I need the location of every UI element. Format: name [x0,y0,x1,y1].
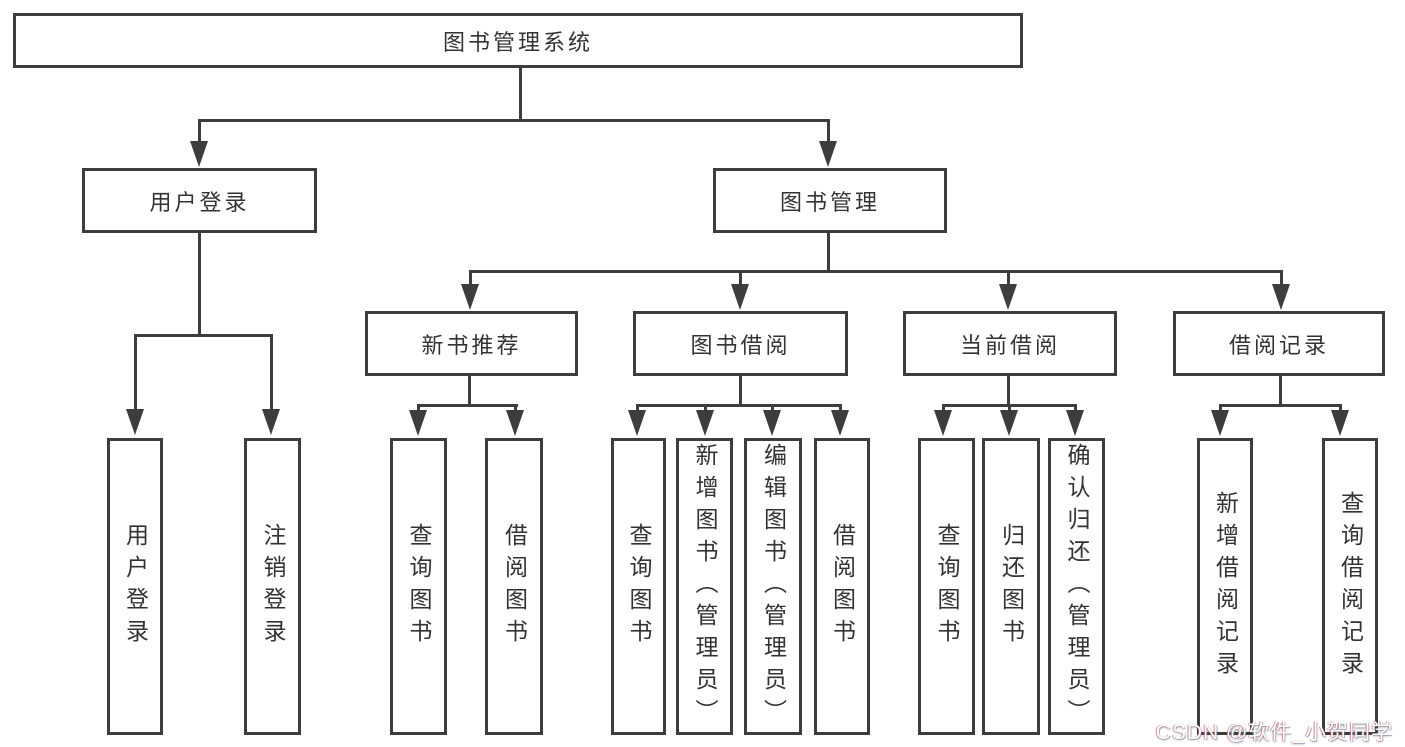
leaf-query-books-current: 查询图书 [918,438,975,735]
leaf-query-borrow-record: 查询借阅记录 [1322,438,1378,735]
leaf-return-books: 归还图书 [982,438,1040,735]
arrowhead-leaf-2 [262,409,280,435]
connector-drop-current [1007,270,1010,288]
node-borrowing-records: 借阅记录 [1173,311,1385,376]
arrowhead-leaf-8 [831,410,849,436]
connector-user-login-split [134,334,273,337]
leaf-add-borrow-record: 新增借阅记录 [1197,438,1253,735]
node-label: 用户登录 [149,189,250,215]
arrowhead-book-management [819,141,837,167]
node-label: 新书推荐 [421,332,522,358]
connector-records-split [1219,404,1342,407]
arrowhead-leaf-3 [409,410,427,436]
leaf-label: 查询借阅记录 [1337,490,1364,683]
arrowhead-leaf-7 [763,410,781,436]
leaf-user-login: 用户登录 [107,438,163,735]
leaf-label: 借阅图书 [501,522,528,651]
arrowhead-current [999,284,1017,310]
node-label: 图书管理 [779,189,880,215]
leaf-confirm-return-admin: 确认归还（管理员） [1048,438,1105,735]
arrowhead-leaf-11 [1066,410,1084,436]
connector-borrowing-stem [739,376,742,407]
node-label: 借阅记录 [1228,332,1329,358]
arrowhead-leaf-9 [934,410,952,436]
arrowhead-leaf-5 [628,410,646,436]
connector-borrowing-split [636,404,841,407]
connector-drop-borrowing [739,270,742,288]
connector-drop-records [1280,270,1283,288]
connector-drop-leaf-6 [704,404,707,414]
leaf-label: 新增图书（管理员） [692,442,718,731]
leaf-label: 查询图书 [406,522,432,651]
leaf-label: 用户登录 [122,522,149,651]
connector-drop-leaf-11 [1074,404,1077,414]
connector-drop-recommend [469,270,472,288]
leaf-add-books-admin: 新增图书（管理员） [676,438,733,735]
leaf-edit-books-admin: 编辑图书（管理员） [744,438,802,735]
leaf-label: 新增借阅记录 [1212,490,1239,683]
arrowhead-leaf-1 [126,409,144,435]
arrowhead-leaf-13 [1331,410,1349,436]
leaf-label: 注销登录 [260,522,286,651]
node-label: 当前借阅 [959,332,1060,358]
leaf-label: 查询图书 [934,522,960,651]
leaf-borrow-books-recommend: 借阅图书 [485,438,543,735]
connector-trunk [519,65,522,122]
arrowhead-leaf-12 [1211,410,1229,436]
node-book-management: 图书管理 [713,168,947,233]
connector-recommend-split [417,404,518,407]
connector-level2-line [198,119,830,122]
connector-recommend-stem [468,376,471,407]
connector-records-stem [1279,376,1282,407]
connector-user-login-stem [198,233,201,337]
connector-drop-leaf-3 [417,404,420,414]
leaf-label: 归还图书 [998,522,1025,651]
arrowhead-borrowing [731,284,749,310]
node-user-login: 用户登录 [82,168,317,233]
watermark: CSDN @软件_小贺同学 [1155,721,1393,744]
arrowhead-leaf-4 [506,410,524,436]
leaf-query-books-recommend: 查询图书 [390,438,447,735]
connector-drop-leaf-13 [1339,404,1342,414]
connector-drop-leaf-2 [270,334,273,412]
connector-drop-leaf-4 [514,404,517,414]
leaf-borrow-books-borrowing: 借阅图书 [814,438,870,735]
connector-drop-leaf-1 [134,334,137,412]
arrowhead-leaf-6 [696,410,714,436]
leaf-label: 借阅图书 [829,522,856,651]
node-new-book-recommendation: 新书推荐 [365,311,578,376]
arrowhead-records [1272,284,1290,310]
leaf-label: 确认归还（管理员） [1064,442,1090,731]
connector-level3-line [469,270,1283,273]
leaf-label: 查询图书 [626,522,652,651]
connector-book-management-stem [827,233,830,273]
connector-drop-leaf-12 [1219,404,1222,414]
leaf-logout-login: 注销登录 [244,438,301,735]
connector-drop-book-management [827,119,830,146]
leaf-query-books-borrowing: 查询图书 [611,438,666,735]
leaf-label: 编辑图书（管理员） [760,442,787,731]
connector-drop-leaf-10 [1008,404,1011,414]
connector-drop-leaf-7 [771,404,774,414]
node-label: 图书管理系统 [442,29,593,55]
connector-drop-user-login [198,119,201,146]
node-book-borrowing: 图书借阅 [633,311,848,376]
connector-drop-leaf-5 [636,404,639,414]
arrowhead-user-login [190,141,208,167]
connector-drop-leaf-9 [942,404,945,414]
node-label: 图书借阅 [690,332,791,358]
arrowhead-leaf-10 [1000,410,1018,436]
connector-current-stem [1007,376,1010,407]
node-current-borrowing: 当前借阅 [903,311,1117,376]
node-library-system: 图书管理系统 [13,13,1023,68]
arrowhead-recommend [461,284,479,310]
connector-drop-leaf-8 [839,404,842,414]
